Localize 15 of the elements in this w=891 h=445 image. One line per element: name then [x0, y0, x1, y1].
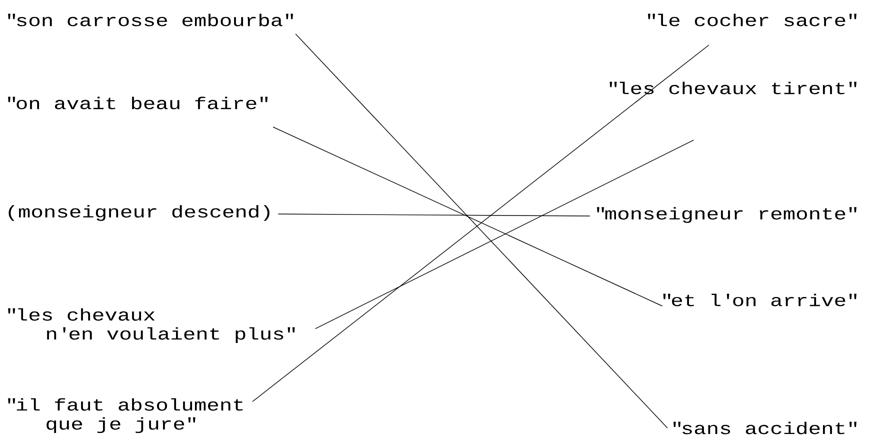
connecting-line [315, 140, 694, 329]
quote-text: (monseigneur descend) [8, 205, 270, 221]
quote-text: "le cocher sacre" [648, 14, 856, 26]
quote-text: "on avait beau faire" [8, 96, 268, 110]
connecting-line [295, 34, 668, 428]
quote-text: "son carrosse embourba" [8, 14, 294, 26]
connecting-line [278, 214, 590, 216]
quote-text: "monseigneur remonte" [596, 207, 856, 223]
quote-text: "les chevaux tirent" [610, 82, 856, 94]
quote-text: "sans accident" [674, 422, 856, 434]
quote-text: "et l'on arrive" [663, 294, 856, 306]
connecting-line [272, 126, 663, 306]
quote-text: "les chevaux n'en voulaient plus" [8, 308, 295, 344]
connecting-line [252, 44, 710, 402]
quote-text: "il faut absolument que je jure" [8, 398, 243, 434]
